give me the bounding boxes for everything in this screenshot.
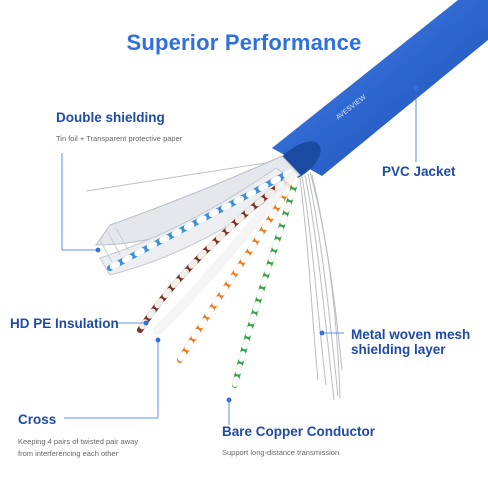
metal-mesh-label-line1: Metal woven mesh [351, 327, 471, 342]
hd-pe-insulation-label: HD PE Insulation [10, 316, 119, 331]
drain-wire [85, 159, 286, 192]
metal-mesh-label-line2: shielding layer [351, 342, 446, 357]
pvc-jacket-shape: AVESVIEW [272, 0, 488, 183]
double-shielding-label: Double shielding [56, 110, 165, 125]
cross-sub-line2: from interferencing each other [18, 449, 119, 458]
double-shielding-sub: Tin foil + Transparent protective paper [56, 134, 183, 143]
cross-sub-line1: Keeping 4 pairs of twisted pair away [18, 437, 139, 446]
pvc-jacket-label: PVC Jacket [382, 164, 456, 179]
twisted-pairs [107, 169, 299, 388]
metal-mesh [299, 171, 343, 401]
bare-copper-label: Bare Copper Conductor [222, 424, 376, 439]
page-title: Superior Performance [126, 30, 362, 55]
cross-label: Cross [18, 412, 57, 427]
callout-leaders [61, 85, 419, 425]
bare-copper-sub: Support long-distance transmission [222, 448, 340, 457]
